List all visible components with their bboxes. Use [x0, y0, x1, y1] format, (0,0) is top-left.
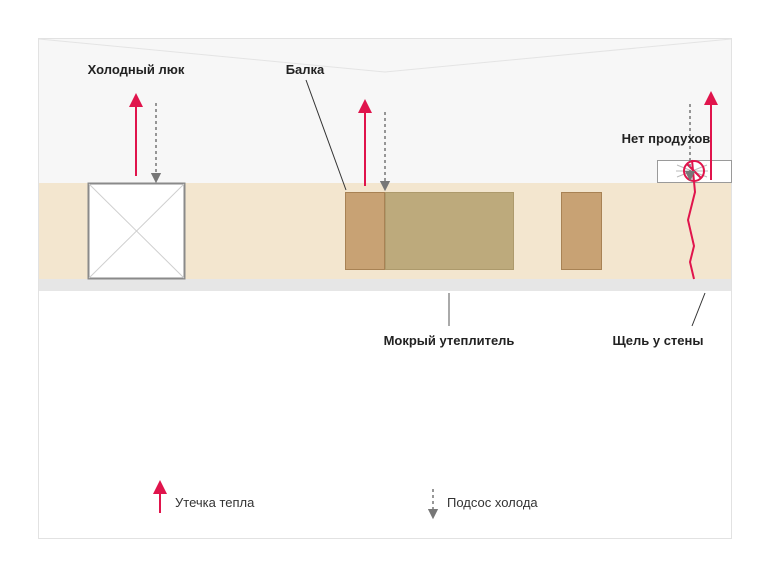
beam	[345, 192, 385, 270]
wall-gap-leader-line	[691, 292, 706, 327]
no-vents-label: Нет продухов	[622, 131, 711, 146]
beam	[561, 192, 602, 270]
legend-heat-leak-label: Утечка тепла	[175, 495, 255, 510]
beam-leader-line	[305, 79, 347, 191]
legend-cold-draft-label: Подсос холода	[447, 495, 538, 510]
ceiling-board	[39, 279, 731, 291]
roof-line	[38, 38, 732, 73]
wall-gap-label: Щель у стены	[613, 333, 704, 348]
beam-label: Балка	[286, 62, 325, 77]
attic-space	[39, 39, 731, 183]
wet-insulation-label: Мокрый утеплитель	[384, 333, 515, 348]
legend: Утечка тепла Подсос холода	[153, 480, 538, 520]
cold-hatch	[87, 182, 186, 280]
wet-insulation-block	[385, 192, 514, 270]
wall-gap-crack	[686, 159, 697, 280]
cold-hatch-label: Холодный люк	[88, 62, 185, 77]
